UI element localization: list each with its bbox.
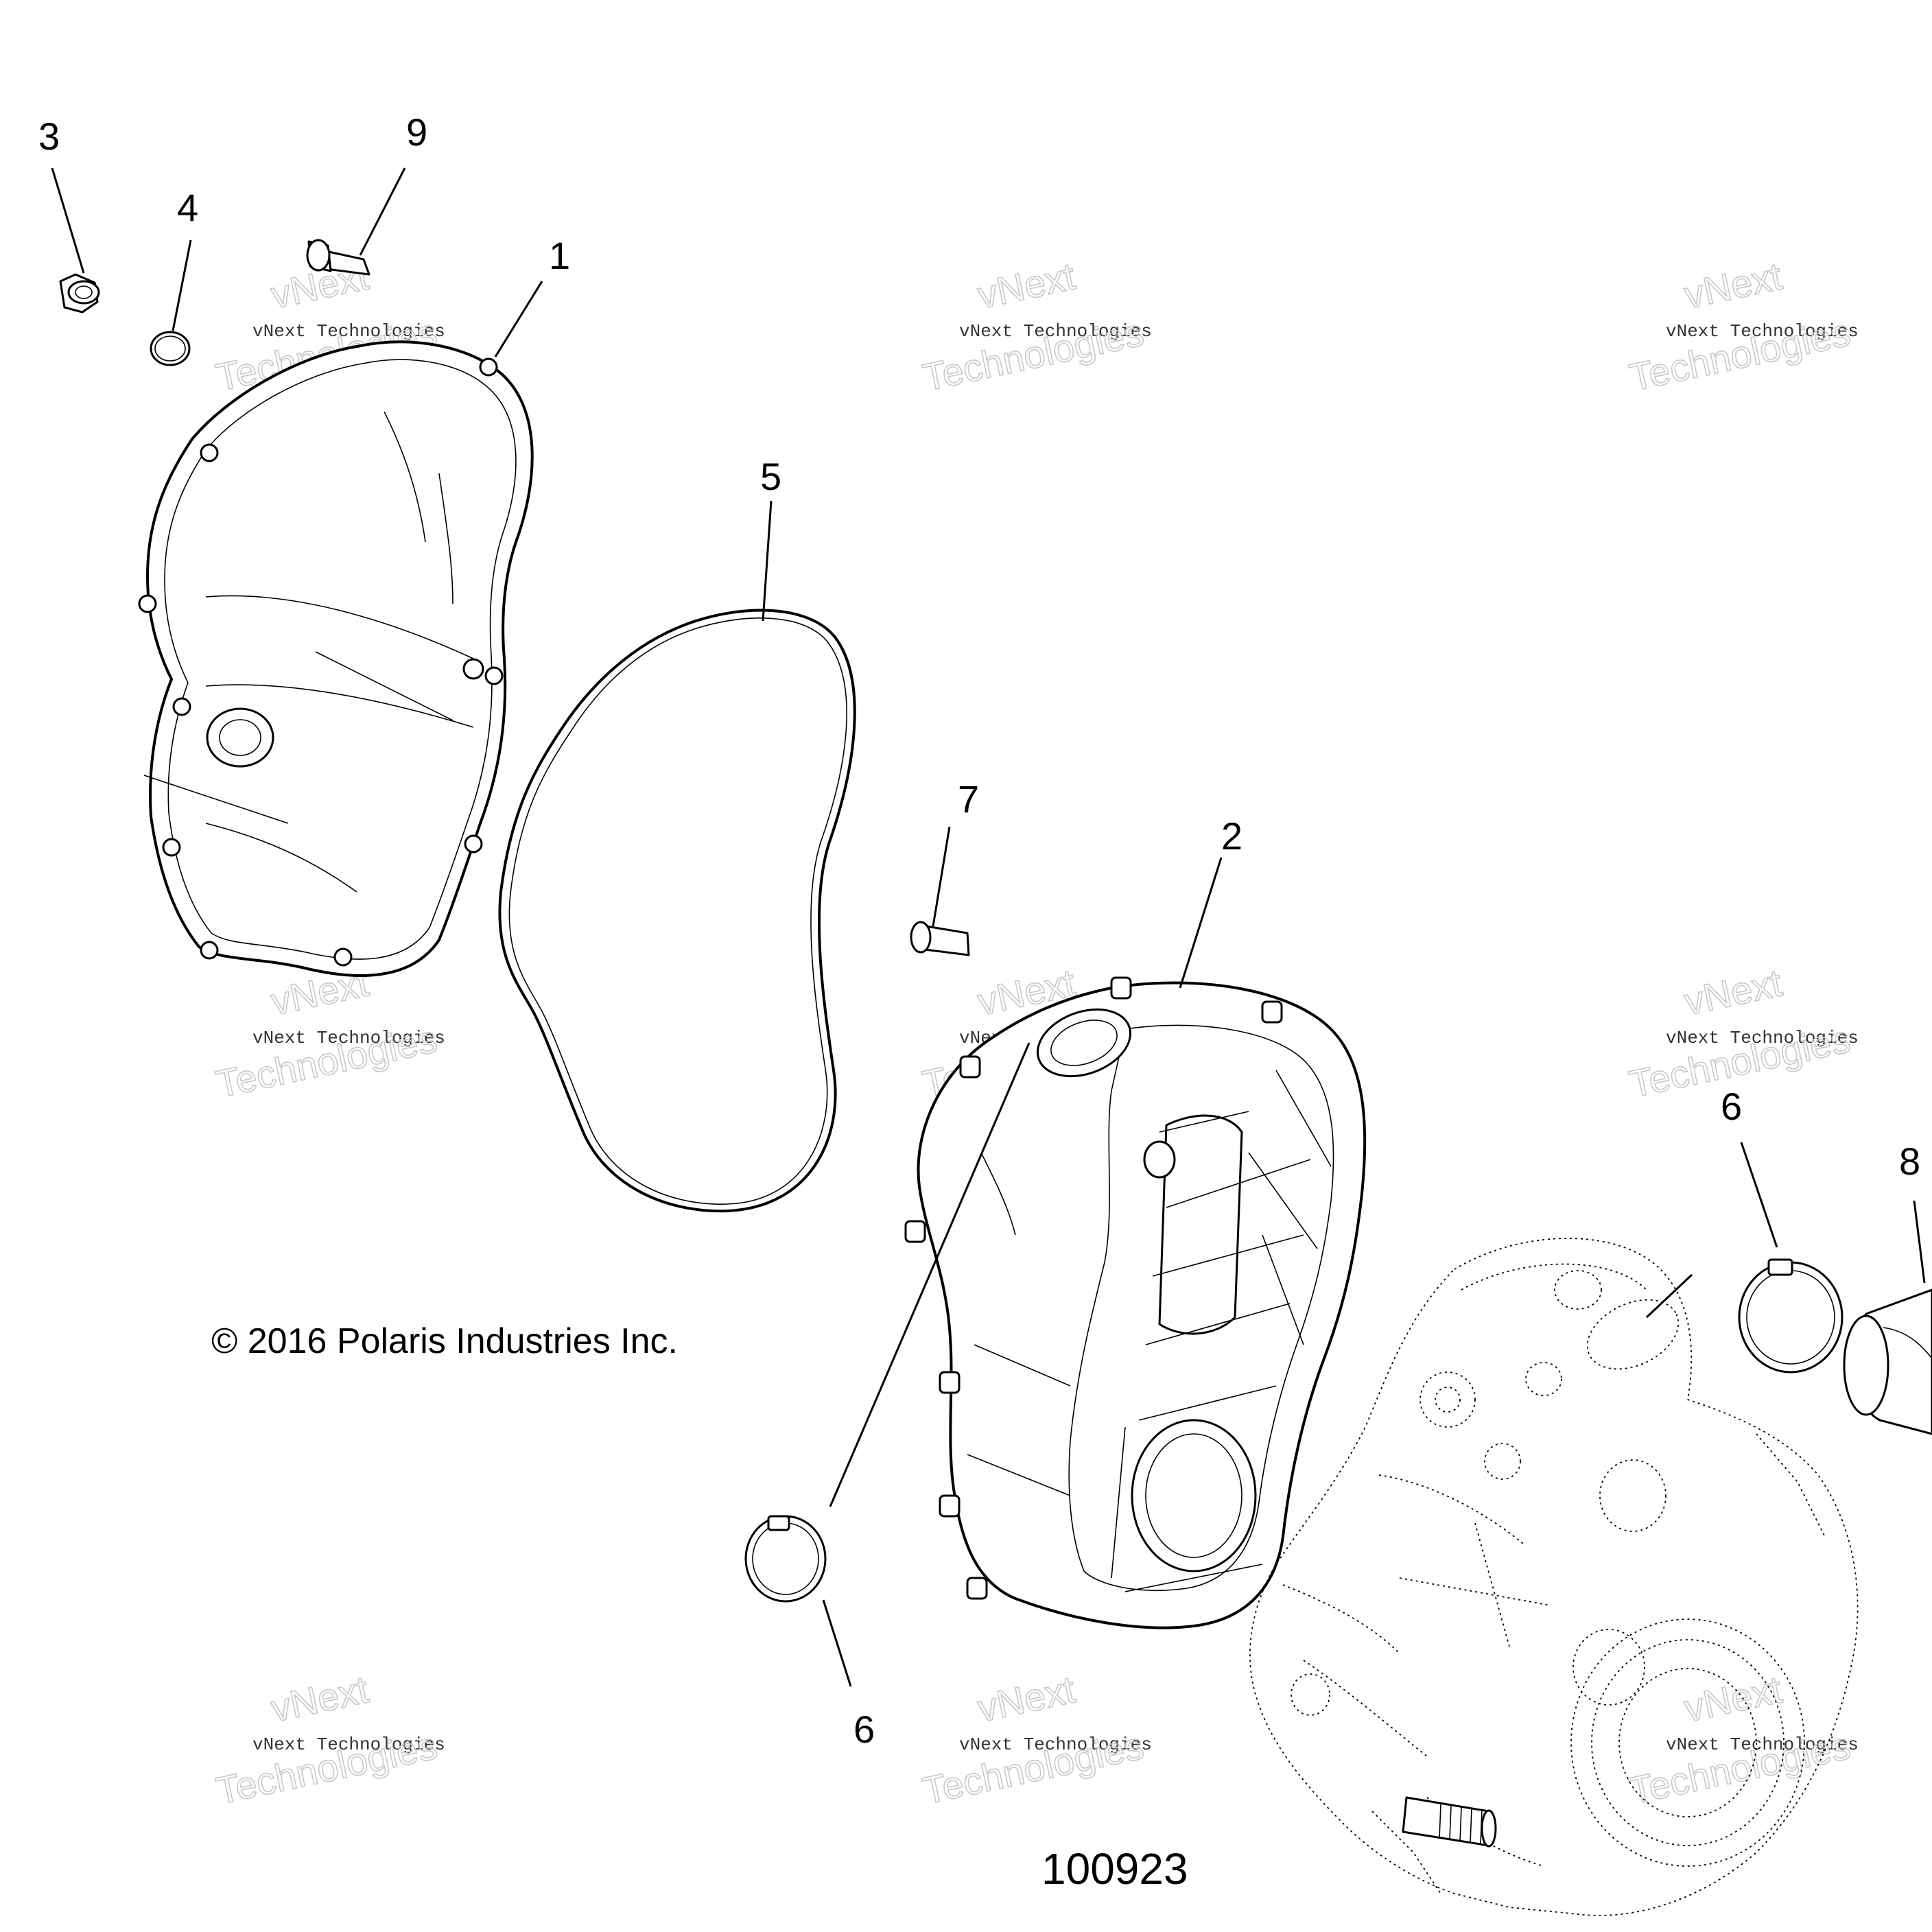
leader-lines: [51, 167, 1926, 1687]
callout-6-right: 6: [1721, 1085, 1742, 1128]
callout-9: 9: [406, 110, 427, 154]
watermark: vNext vNext Technologies Technologies: [1625, 253, 1859, 399]
svg-text:vNext Technologies: vNext Technologies: [959, 1734, 1152, 1755]
callouts: 1 2 3 4 5 6 6 7 8 9: [38, 110, 1920, 1751]
callout-4: 4: [177, 186, 198, 229]
callout-7: 7: [958, 777, 979, 821]
leader-6-to-housing: [1645, 1273, 1693, 1319]
watermark: vNext vNext Technologies Technologies: [919, 253, 1152, 399]
leader-1: [494, 281, 543, 357]
svg-text:vNext: vNext: [1680, 254, 1786, 316]
svg-text:vNext Technologies: vNext Technologies: [252, 1028, 445, 1048]
leader-7: [932, 826, 951, 927]
svg-text:vNext Technologies: vNext Technologies: [252, 321, 445, 342]
part-9-bolt: [306, 239, 370, 276]
part-4-o-ring: [150, 331, 191, 366]
part-6-clamp-left: [744, 1515, 827, 1603]
part-8-duct-boot: [1843, 1288, 1932, 1435]
svg-text:vNext: vNext: [267, 1667, 373, 1730]
leader-5: [762, 500, 773, 622]
callout-5: 5: [760, 455, 781, 498]
svg-text:vNext: vNext: [974, 254, 1079, 316]
part-5-gasket: [498, 609, 856, 1213]
leader-6a: [1740, 1142, 1778, 1248]
watermark: vNext vNext Technologies Technologies: [1625, 1666, 1859, 1813]
callout-3: 3: [38, 115, 60, 158]
leader-9: [359, 167, 406, 256]
svg-text:vNext: vNext: [974, 1667, 1079, 1730]
leader-2: [1179, 857, 1223, 989]
svg-text:vNext Technologies: vNext Technologies: [252, 1734, 445, 1755]
callout-8: 8: [1899, 1140, 1920, 1183]
watermark: vNext vNext Technologies Technologies: [212, 1666, 445, 1813]
copyright-notice: © 2016 Polaris Industries Inc.: [211, 1321, 678, 1361]
svg-text:vNext: vNext: [1680, 961, 1786, 1023]
leader-3: [51, 167, 85, 274]
leader-6-to-cover: [829, 1042, 1030, 1507]
callout-2: 2: [1221, 814, 1242, 858]
svg-text:vNext Technologies: vNext Technologies: [959, 321, 1152, 342]
svg-text:vNext: vNext: [1680, 1667, 1786, 1730]
callout-6-left: 6: [853, 1708, 875, 1751]
engine-housing: [1249, 1238, 1859, 1916]
part-1-outer-cover: [138, 340, 534, 977]
leader-4: [172, 239, 192, 331]
svg-text:vNext Technologies: vNext Technologies: [1666, 1028, 1859, 1048]
callout-1: 1: [549, 234, 570, 277]
part-2-inner-cover: [904, 976, 1367, 1629]
drawing-number: 100923: [1041, 1844, 1188, 1894]
leader-8: [1913, 1200, 1926, 1284]
svg-text:vNext Technologies: vNext Technologies: [1666, 321, 1859, 342]
part-3-plug: [59, 273, 100, 314]
part-6-clamp-right: [1738, 1258, 1843, 1374]
watermark: vNext vNext Technologies Technologies: [212, 960, 445, 1106]
svg-text:vNext Technologies: vNext Technologies: [1666, 1734, 1859, 1755]
watermark: vNext vNext Technologies Technologies: [919, 1666, 1152, 1813]
part-7-bolt: [910, 921, 970, 956]
leader-6b: [822, 1599, 852, 1687]
